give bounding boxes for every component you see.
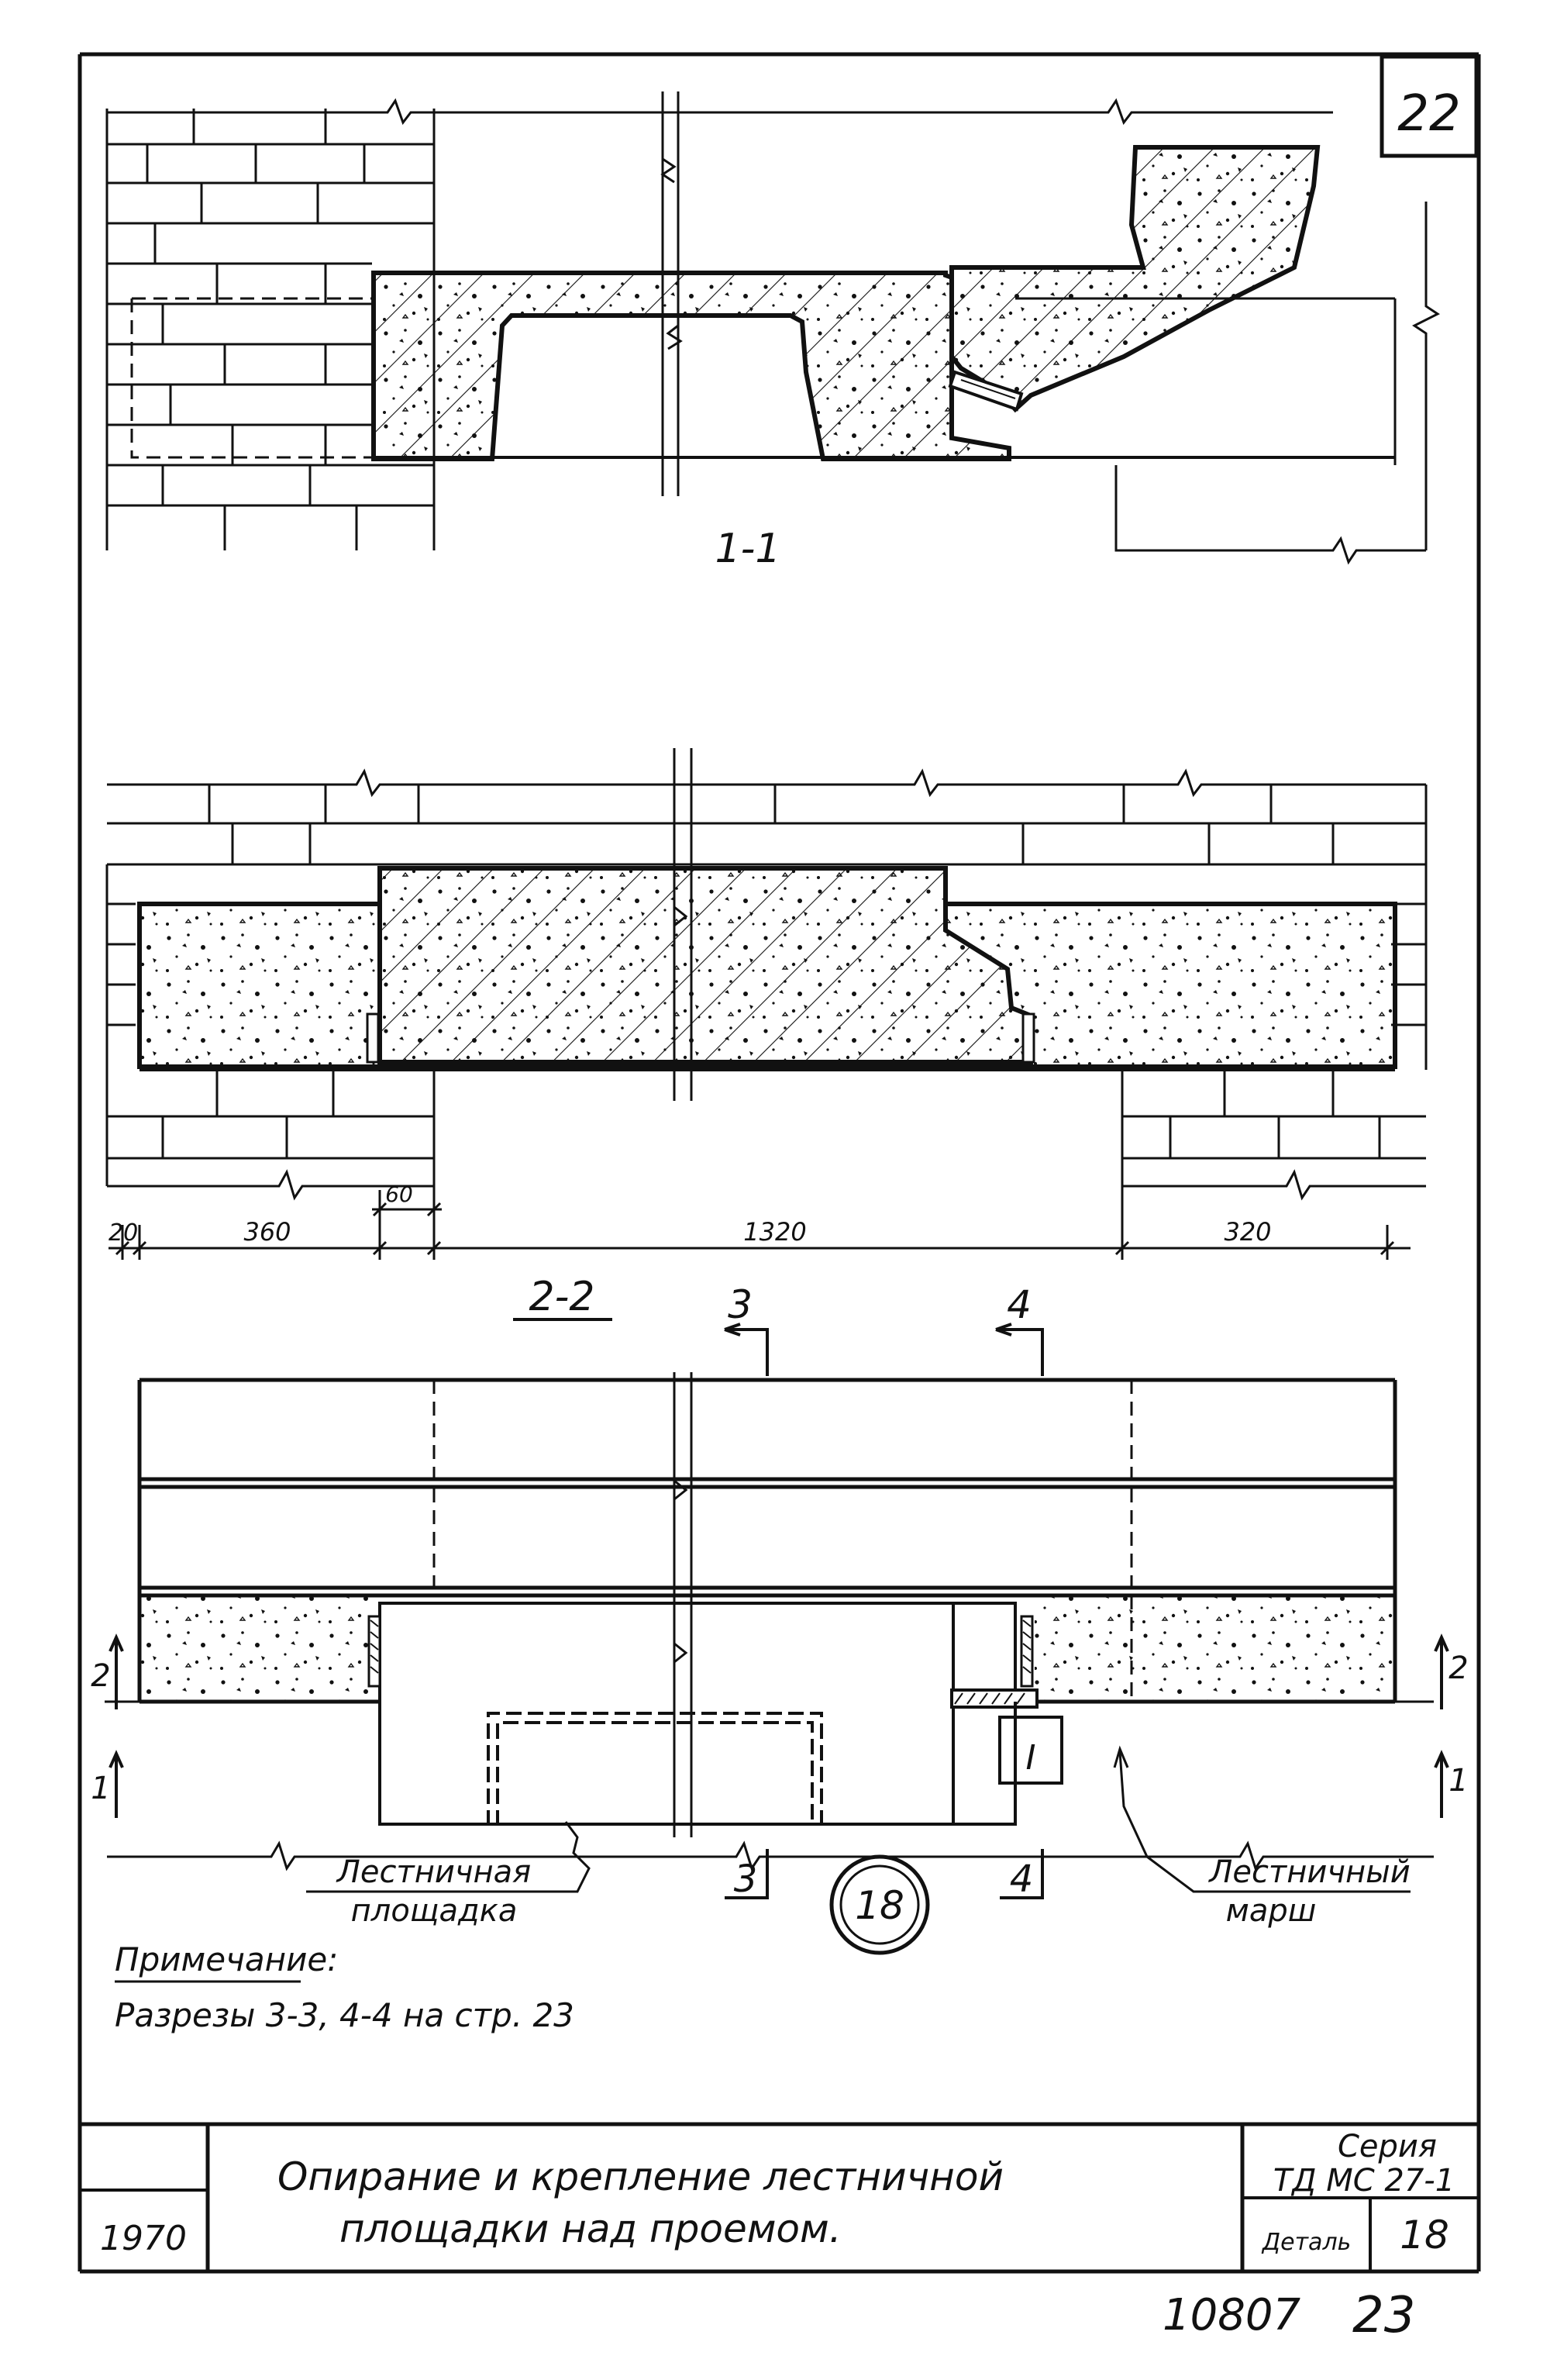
section-2-2-label: 2-2	[529, 1274, 595, 1320]
dim-1320: 1320	[743, 1217, 806, 1247]
flight-label-line1: Лестничный	[1207, 1854, 1411, 1890]
landing-label-line1: Лестничная	[336, 1854, 532, 1890]
note-block: Примечание: Разрезы 3-3, 4-4 на стр. 23	[115, 1940, 574, 2034]
section-1-1: 1-1	[105, 91, 1440, 572]
detail-value: 18	[1400, 2213, 1449, 2258]
cut-3-bottom: 3	[734, 1857, 758, 1901]
cut-2-left: 2	[91, 1658, 110, 1694]
title-block	[80, 2122, 1479, 2271]
note-text: Разрезы 3-3, 4-4 на стр. 23	[115, 1996, 574, 2034]
mark-I: I	[1026, 1738, 1036, 1778]
series-value: ТД МС 27-1	[1273, 2163, 1455, 2199]
page-number: 22	[1397, 85, 1460, 143]
detail-circle-number: 18	[855, 1883, 904, 1928]
detail-label: Деталь	[1261, 2229, 1352, 2256]
cut-4-top: 4	[1007, 1282, 1032, 1327]
dim-20: 20	[109, 1219, 138, 1247]
section-2-2: 20 360 60 1320 320 2-2	[105, 748, 1428, 1321]
dim-360: 360	[243, 1217, 291, 1247]
dimension-line-2-2	[109, 1190, 1411, 1260]
flight-label-line2: марш	[1226, 1893, 1317, 1929]
title-year: 1970	[100, 2219, 187, 2258]
cut-1-right: 1	[1448, 1763, 1468, 1799]
cut-4-bottom: 4	[1010, 1857, 1034, 1901]
cut-2-right: 2	[1448, 1650, 1468, 1686]
cut-3-top: 3	[728, 1282, 753, 1327]
section-1-1-label: 1-1	[715, 526, 781, 572]
dim-60: 60	[385, 1181, 413, 1207]
series-label: Серия	[1338, 2129, 1437, 2164]
bottom-code: 10807	[1163, 2290, 1301, 2340]
title-line1: Опирание и крепление лестничной	[277, 2154, 1004, 2199]
sheet-border	[78, 52, 1481, 2274]
break-line-1-1	[660, 91, 683, 496]
page-number-box: 22	[1380, 54, 1479, 158]
plan-view: 3 4	[91, 1282, 1469, 1955]
brick-wall-left	[105, 109, 436, 550]
cut-1-left: 1	[91, 1771, 110, 1806]
detail-circle	[829, 1854, 930, 1955]
landing-label-line2: площадка	[351, 1893, 518, 1929]
note-title: Примечание:	[115, 1940, 338, 1978]
title-line2: площадки над проемом.	[339, 2206, 842, 2251]
dim-320: 320	[1224, 1217, 1271, 1247]
bottom-page: 23	[1352, 2287, 1415, 2344]
